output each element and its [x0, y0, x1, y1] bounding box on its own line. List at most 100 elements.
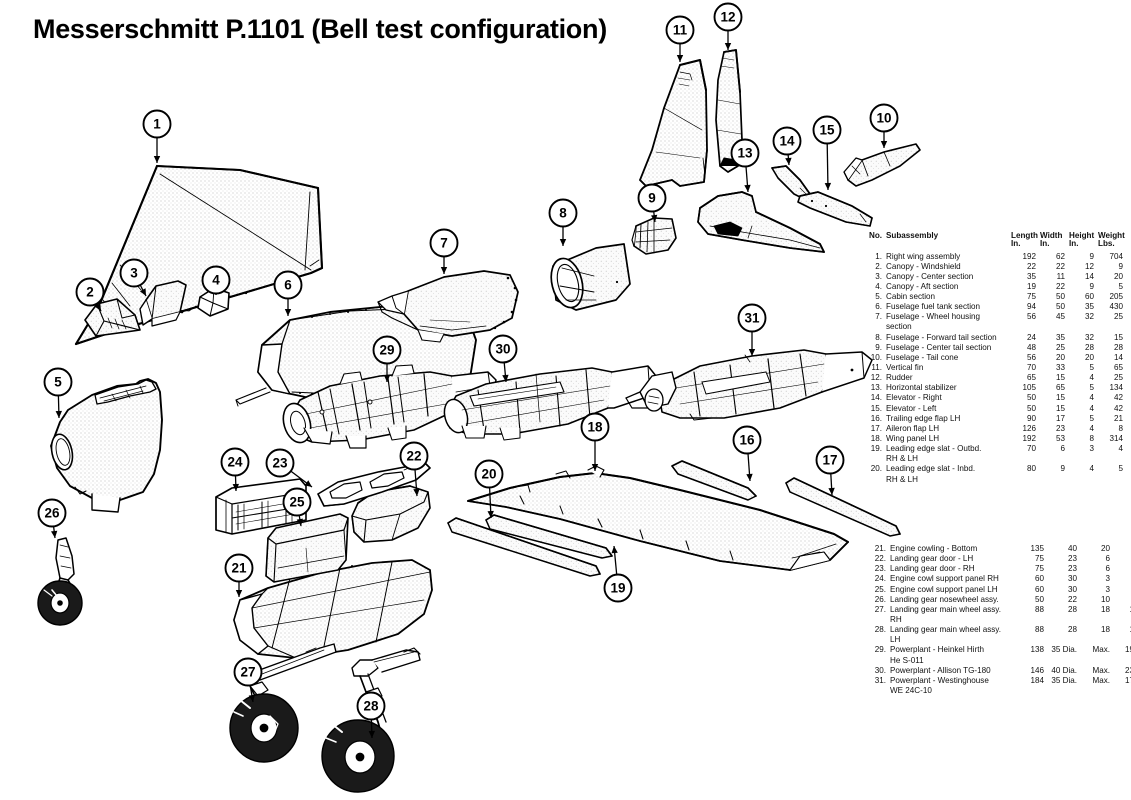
callout-bubble[interactable]: [273, 270, 303, 300]
row-number: 19.: [870, 444, 882, 454]
callout-bubble[interactable]: [815, 445, 845, 475]
callout-30[interactable]: 30: [488, 334, 518, 383]
row-number: 25.: [874, 584, 886, 594]
row-weight: 5: [1118, 464, 1123, 474]
callout-bubble[interactable]: [474, 459, 504, 489]
callout-28[interactable]: 28: [356, 691, 386, 739]
callout-bubble[interactable]: [730, 138, 760, 168]
row-subassembly: Fuselage - Wheel housing: [886, 312, 981, 322]
row-weight: 21: [1113, 413, 1123, 423]
row-weight: 33: [1114, 555, 1131, 565]
row-width: 50: [1055, 292, 1065, 302]
callout-bubble[interactable]: [282, 487, 312, 517]
callout-bubble[interactable]: [224, 553, 254, 583]
callout-number: 10: [876, 111, 891, 126]
callout-bubble[interactable]: [488, 334, 518, 364]
callout-29[interactable]: 29: [372, 335, 402, 383]
row-length: 24: [1026, 332, 1036, 342]
callout-19[interactable]: 19: [603, 545, 633, 603]
callout-bubble[interactable]: [75, 277, 105, 307]
callout-15[interactable]: 15: [812, 115, 842, 191]
header-length-unit: In.: [1011, 239, 1021, 249]
callout-24[interactable]: 24: [220, 447, 250, 492]
callout-arrowhead: [487, 510, 494, 518]
callout-bubble[interactable]: [356, 691, 386, 721]
row-subassembly: Wing panel LH: [886, 434, 940, 444]
callout-bubble[interactable]: [119, 258, 149, 288]
callout-bubble[interactable]: [603, 573, 633, 603]
callout-31[interactable]: 31: [737, 303, 767, 357]
callout-bubble[interactable]: [548, 198, 578, 228]
callout-18[interactable]: 18: [580, 412, 610, 472]
row-width: 40: [1067, 544, 1077, 553]
callout-21[interactable]: 21: [224, 553, 254, 598]
row-height: 3: [1089, 444, 1094, 454]
table-row: 23.Landing gear door - RH7523633: [869, 565, 1131, 575]
callout-bubble[interactable]: [220, 447, 250, 477]
callout-2[interactable]: 2: [75, 277, 105, 312]
row-width: 22: [1055, 261, 1065, 271]
callout-bubble[interactable]: [399, 441, 429, 471]
row-width: 28: [1067, 604, 1077, 614]
callout-3[interactable]: 3: [119, 258, 149, 297]
callout-bubble[interactable]: [233, 657, 263, 687]
row-weight: 25: [1113, 373, 1123, 383]
callout-bubble[interactable]: [637, 183, 667, 213]
row-subassembly: Leading edge slat - Inbd.: [886, 464, 976, 474]
callout-bubble[interactable]: [429, 228, 459, 258]
callout-25[interactable]: 25: [282, 487, 312, 527]
row-subassembly: Fuselage fuel tank section: [886, 302, 981, 312]
row-subassembly: Horizontal stabilizer: [886, 383, 957, 393]
callout-bubble[interactable]: [772, 126, 802, 156]
callout-bubble[interactable]: [737, 303, 767, 333]
callout-number: 14: [779, 134, 795, 149]
callout-20[interactable]: 20: [474, 459, 504, 519]
callout-26[interactable]: 26: [37, 498, 67, 539]
callout-bubble[interactable]: [869, 103, 899, 133]
callout-bubble[interactable]: [732, 425, 762, 455]
callout-6[interactable]: 6: [273, 270, 303, 317]
callout-23[interactable]: 23: [265, 448, 313, 488]
callout-bubble[interactable]: [580, 412, 610, 442]
callout-bubble[interactable]: [201, 265, 231, 295]
row-subassembly-line2: He S-011: [890, 655, 924, 665]
callout-11[interactable]: 11: [665, 15, 695, 63]
callout-5[interactable]: 5: [43, 367, 73, 419]
callout-arrowhead: [591, 464, 599, 471]
callout-bubble[interactable]: [713, 2, 743, 32]
callout-1[interactable]: 1: [142, 109, 172, 164]
callout-bubble[interactable]: [812, 115, 842, 145]
callout-7[interactable]: 7: [429, 228, 459, 275]
callout-arrowhead: [651, 214, 658, 222]
callout-13[interactable]: 13: [730, 138, 760, 193]
callout-22[interactable]: 22: [399, 441, 429, 497]
row-number: 12.: [870, 373, 882, 383]
callout-17[interactable]: 17: [815, 445, 845, 496]
callout-bubble[interactable]: [372, 335, 402, 365]
callout-arrowhead: [880, 141, 888, 148]
callout-bubble[interactable]: [665, 15, 695, 45]
callout-16[interactable]: 16: [732, 425, 762, 482]
callout-bubble[interactable]: [142, 109, 172, 139]
callout-14[interactable]: 14: [772, 126, 802, 166]
callout-10[interactable]: 10: [869, 103, 899, 149]
callout-12[interactable]: 12: [713, 2, 743, 51]
callout-bubble[interactable]: [265, 448, 295, 478]
callout-9[interactable]: 9: [637, 183, 667, 223]
callout-4[interactable]: 4: [201, 265, 231, 296]
callout-8[interactable]: 8: [548, 198, 578, 247]
row-length: 184: [1030, 675, 1044, 685]
callout-bubble[interactable]: [37, 498, 67, 528]
header-width-label: Width: [1040, 231, 1063, 240]
table-row-continuation: LH: [869, 636, 1131, 646]
header-height-label: Height: [1069, 231, 1095, 240]
callout-bubble[interactable]: [43, 367, 73, 397]
part-19-leading-edge-slat-outbd: [447, 517, 601, 577]
callout-27[interactable]: 27: [233, 657, 263, 703]
row-height: 4: [1089, 403, 1094, 413]
row-number: 10.: [870, 352, 882, 362]
